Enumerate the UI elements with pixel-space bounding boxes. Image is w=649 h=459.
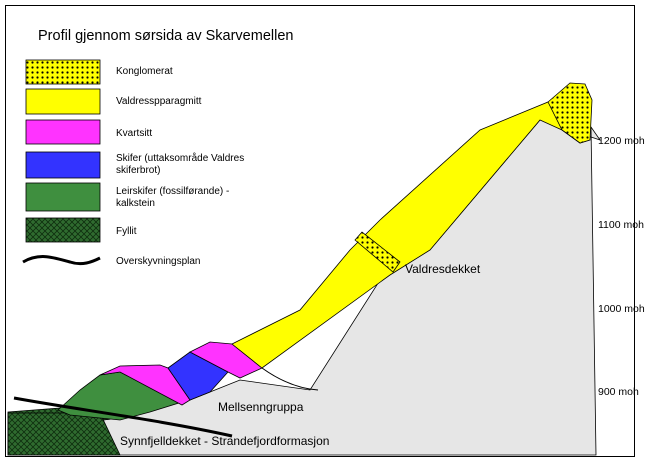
label-synnfjell: Synnfjelldekket - Strandefjordformasjon <box>120 434 329 448</box>
elevation-1000: 1000 moh <box>598 303 645 315</box>
legend-label-shale: Leirskifer (fossilførande) - kalkstein <box>116 186 266 210</box>
diagram-title: Profil gjennom sørsida av Skarvemellen <box>38 28 293 44</box>
elevation-1100: 1100 moh <box>598 219 644 231</box>
elevation-900: 900 moh <box>598 386 639 398</box>
legend-swatch-overthrust <box>23 257 100 264</box>
label-mellsenngruppa: Mellsenngruppa <box>218 400 303 414</box>
legend-label-quartzite: Kvartsitt <box>116 128 152 140</box>
legend-label-phyllite: Fyllit <box>116 226 137 238</box>
legend-label-sandstone: Valdresspparagmitt <box>116 96 201 108</box>
legend-swatch-shale <box>26 183 100 211</box>
legend-swatch-conglomerate <box>26 60 100 84</box>
legend-swatch-sandstone <box>26 89 100 114</box>
legend-label-slate: Skifer (uttaksområde Valdres skiferbrot) <box>116 153 286 177</box>
legend-swatch-slate <box>26 152 100 178</box>
legend-label-overthrust: Overskyvningsplan <box>116 256 200 268</box>
label-valdresdekket: Valdresdekket <box>405 262 480 276</box>
legend-swatch-phyllite <box>26 218 100 242</box>
legend-swatch-quartzite <box>26 120 100 144</box>
phyllite-base <box>8 413 120 455</box>
elevation-1200: 1200 moh <box>598 135 645 147</box>
legend-label-conglomerate: Konglomerat <box>116 66 173 78</box>
